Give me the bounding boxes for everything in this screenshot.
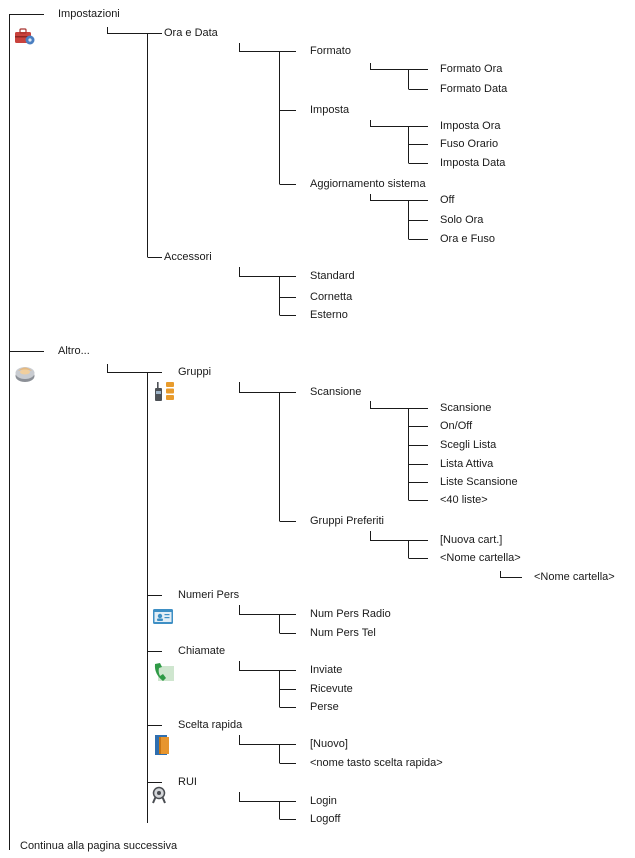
connector-impostazioni-down <box>107 27 148 34</box>
connector-formato-down <box>370 63 409 70</box>
menu-item-aggiornamento-sistema: Aggiornamento sistema <box>310 178 426 190</box>
menu-item-gruppi-preferiti: Gruppi Preferiti <box>310 515 384 527</box>
menu-item-logoff: Logoff <box>310 813 341 825</box>
menu-item-nuovo: [Nuovo] <box>310 738 348 750</box>
menu-item-ora-e-data: Ora e Data <box>164 27 218 39</box>
speed-dial-icon <box>155 735 169 755</box>
menu-item-scansione-sub: Scansione <box>440 402 492 414</box>
contacts-icon <box>153 609 173 624</box>
menu-item-off: Off <box>440 194 455 206</box>
menu-item-nome-cartella: <Nome cartella> <box>440 552 521 564</box>
settings-icon <box>15 28 35 45</box>
menu-item-nuova-cart: [Nuova cart.] <box>440 534 503 546</box>
connector-ora-down <box>239 43 280 52</box>
radio-groups-icon <box>155 382 174 401</box>
menu-item-imposta-data: Imposta Data <box>440 157 506 169</box>
menu-item-chiamate: Chiamate <box>178 645 226 657</box>
menu-item-liste-40: <40 liste> <box>440 494 488 506</box>
footer-continua: Continua alla pagina successiva <box>20 840 178 852</box>
menu-item-scansione: Scansione <box>310 386 362 398</box>
menu-item-ricevute: Ricevute <box>310 683 353 695</box>
menu-item-formato-ora: Formato Ora <box>440 63 503 75</box>
connector-rui-down <box>239 792 280 802</box>
menu-item-inviate: Inviate <box>310 664 343 676</box>
connector-nome-cartella-sub <box>500 571 522 578</box>
menu-item-esterno: Esterno <box>310 309 348 321</box>
menu-item-rui: RUI <box>178 776 197 788</box>
menu-item-num-pers-radio: Num Pers Radio <box>310 608 391 620</box>
connector-scansione-down <box>370 401 409 409</box>
menu-item-imposta: Imposta <box>310 104 350 116</box>
connector-chiamate-down <box>239 661 280 671</box>
menu-item-ora-e-fuso: Ora e Fuso <box>440 233 496 245</box>
menu-item-liste-scansione: Liste Scansione <box>440 476 518 488</box>
menu-item-lista-attiva: Lista Attiva <box>440 458 494 470</box>
menu-item-nome-tasto: <nome tasto scelta rapida> <box>310 757 443 769</box>
connector-imposta-down <box>370 120 409 127</box>
menu-item-login: Login <box>310 795 337 807</box>
menu-item-formato: Formato <box>310 45 351 57</box>
connector-scelta-down <box>239 735 280 745</box>
menu-item-scegli-lista: Scegli Lista <box>440 439 497 451</box>
menu-item-solo-ora: Solo Ora <box>440 214 484 226</box>
menu-item-on-off: On/Off <box>440 420 473 432</box>
more-icon <box>15 367 35 382</box>
menu-item-standard: Standard <box>310 270 355 282</box>
menu-item-perse: Perse <box>310 701 339 713</box>
connector-aggiornamento-down <box>370 194 409 201</box>
menu-item-imposta-ora: Imposta Ora <box>440 120 501 132</box>
rui-icon <box>152 786 166 804</box>
menu-item-gruppi: Gruppi <box>178 366 212 378</box>
menu-item-altro: Altro... <box>58 345 90 357</box>
menu-item-formato-data: Formato Data <box>440 83 508 95</box>
connector-altro-down <box>107 364 148 373</box>
menu-item-impostazioni: Impostazioni <box>58 8 120 20</box>
menu-item-nome-cartella-sub: <Nome cartella> <box>534 571 615 583</box>
menu-item-cornetta: Cornetta <box>310 291 353 303</box>
calls-icon <box>154 663 174 681</box>
menu-item-numeri-pers: Numeri Pers <box>178 589 240 601</box>
menu-item-fuso-orario: Fuso Orario <box>440 138 499 150</box>
connector-numeri-down <box>239 605 280 615</box>
connector-gruppi-down <box>239 382 280 393</box>
menu-item-num-pers-tel: Num Pers Tel <box>310 627 376 639</box>
menu-item-accessori: Accessori <box>164 251 212 263</box>
connector-accessori-down <box>239 267 280 277</box>
connector-preferiti-down <box>370 531 409 541</box>
menu-item-scelta-rapida: Scelta rapida <box>178 719 243 731</box>
